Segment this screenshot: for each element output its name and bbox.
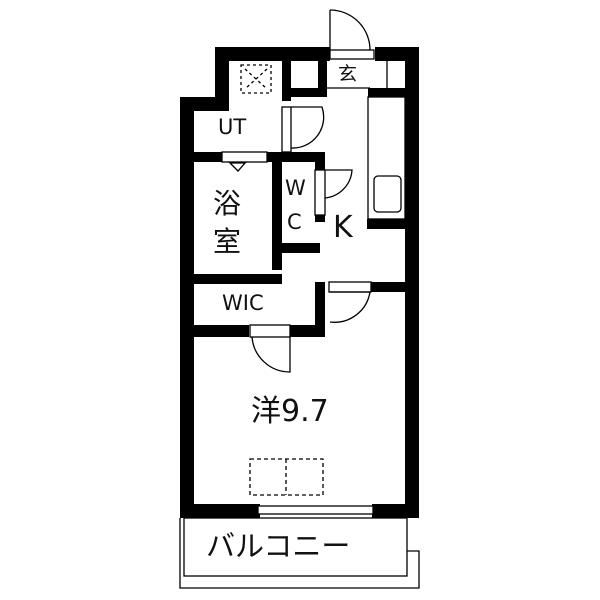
- room-label-utility: UT: [218, 115, 247, 139]
- room-label-wic: WIC: [222, 291, 264, 315]
- room-label-western-room: 洋9.7: [251, 394, 329, 429]
- room-label-bath-1: 浴: [213, 187, 242, 220]
- room-label-bath-2: 室: [213, 225, 242, 258]
- room-label-wc-1: W: [285, 176, 306, 200]
- room-label-wc-2: C: [287, 210, 302, 234]
- room-label-balcony: バルコニー: [206, 529, 351, 563]
- room-label-kitchen: K: [333, 210, 353, 245]
- room-label-entrance: 玄: [338, 63, 358, 85]
